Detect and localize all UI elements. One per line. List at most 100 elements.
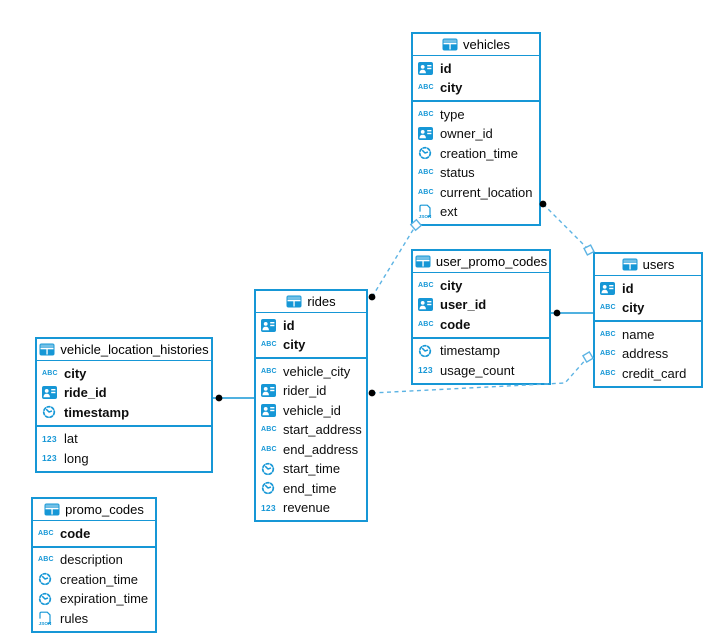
column-name: rules	[60, 610, 89, 626]
column-row-ride_id: ride_id	[37, 383, 211, 403]
abc-text-type-icon: ABC	[261, 426, 277, 434]
column-name: creation_time	[440, 145, 519, 161]
cardinality-dot-rides-to-vehicles	[368, 293, 376, 301]
clock-timestamp-type-icon	[418, 343, 435, 358]
table-header-vehicle_location_histories[interactable]: vehicle_location_histories	[37, 339, 211, 361]
abc-text-type-icon: ABC	[418, 281, 434, 289]
column-name: city	[283, 337, 306, 353]
table-header-promo_codes[interactable]: promo_codes	[33, 499, 155, 521]
table-title: promo_codes	[65, 502, 144, 517]
column-row-start_time: start_time	[256, 459, 366, 479]
column-name: vehicle_city	[283, 363, 351, 379]
table-title: rides	[307, 294, 336, 309]
cardinality-dot-rides-to-users	[368, 389, 376, 397]
column-name: timestamp	[440, 343, 500, 359]
abc-text-type-icon: ABC	[261, 341, 277, 349]
cardinality-dot-user_promo_codes-to-users	[553, 309, 561, 317]
abc-text-type-icon: ABC	[600, 304, 616, 312]
clock-timestamp-type-icon	[261, 461, 278, 476]
svg-text:JSON: JSON	[39, 621, 52, 626]
abc-text-type-icon: ABC	[38, 556, 54, 564]
id-badge-icon	[42, 385, 59, 400]
column-name: city	[622, 300, 645, 316]
table-grid-icon	[39, 343, 55, 356]
123-numeric-type-icon: 123	[418, 365, 433, 376]
column-name: status	[440, 165, 475, 181]
column-row-long: 123 long	[37, 449, 211, 469]
column-name: timestamp	[64, 404, 130, 420]
column-name: rider_id	[283, 383, 327, 399]
column-row-city: ABC city	[37, 364, 211, 384]
column-name: type	[440, 106, 465, 122]
table-title: vehicle_location_histories	[60, 342, 209, 357]
table-header-user_promo_codes[interactable]: user_promo_codes	[413, 251, 549, 273]
json-document-type-icon: JSON	[418, 204, 435, 219]
column-row-vehicle_id: vehicle_id	[256, 401, 366, 421]
id-badge-icon	[418, 297, 435, 312]
column-row-owner_id: owner_id	[413, 124, 539, 144]
column-row-user_id: user_id	[413, 295, 549, 315]
abc-text-type-icon: ABC	[38, 529, 54, 537]
table-header-rides[interactable]: rides	[256, 291, 366, 313]
column-row-creation_time: creation_time	[413, 144, 539, 164]
id-badge-icon	[261, 318, 278, 333]
123-numeric-type-icon: 123	[42, 453, 57, 464]
column-name: city	[440, 277, 463, 293]
clock-timestamp-type-icon	[42, 405, 59, 420]
column-name: current_location	[440, 184, 533, 200]
column-name: city	[440, 80, 463, 96]
column-name: creation_time	[60, 571, 139, 587]
column-name: long	[64, 450, 89, 466]
abc-text-type-icon: ABC	[600, 350, 616, 358]
column-name: owner_id	[440, 126, 493, 142]
table-grid-icon	[442, 38, 458, 51]
column-name: end_time	[283, 480, 337, 496]
clock-timestamp-type-icon	[261, 481, 278, 496]
id-badge-icon	[600, 281, 617, 296]
column-name: lat	[64, 431, 78, 447]
column-row-expiration_time: expiration_time	[33, 589, 155, 609]
column-name: expiration_time	[60, 591, 149, 607]
relationship-line-vehicles-to-users	[542, 203, 590, 251]
column-name: start_time	[283, 461, 341, 477]
column-row-city: ABC city	[256, 335, 366, 355]
column-row-id: id	[595, 279, 701, 299]
table-grid-icon	[415, 255, 431, 268]
table-header-users[interactable]: users	[595, 254, 701, 276]
column-row-rider_id: rider_id	[256, 381, 366, 401]
id-badge-icon	[261, 383, 278, 398]
abc-text-type-icon: ABC	[42, 369, 58, 377]
abc-text-type-icon: ABC	[261, 445, 277, 453]
column-name: city	[64, 365, 87, 381]
column-row-city: ABC city	[413, 276, 549, 296]
column-name: credit_card	[622, 365, 687, 381]
column-row-timestamp: timestamp	[413, 341, 549, 361]
clock-timestamp-type-icon	[38, 572, 55, 587]
table-header-vehicles[interactable]: vehicles	[413, 34, 539, 56]
abc-text-type-icon: ABC	[261, 367, 277, 375]
column-name: vehicle_id	[283, 402, 341, 418]
